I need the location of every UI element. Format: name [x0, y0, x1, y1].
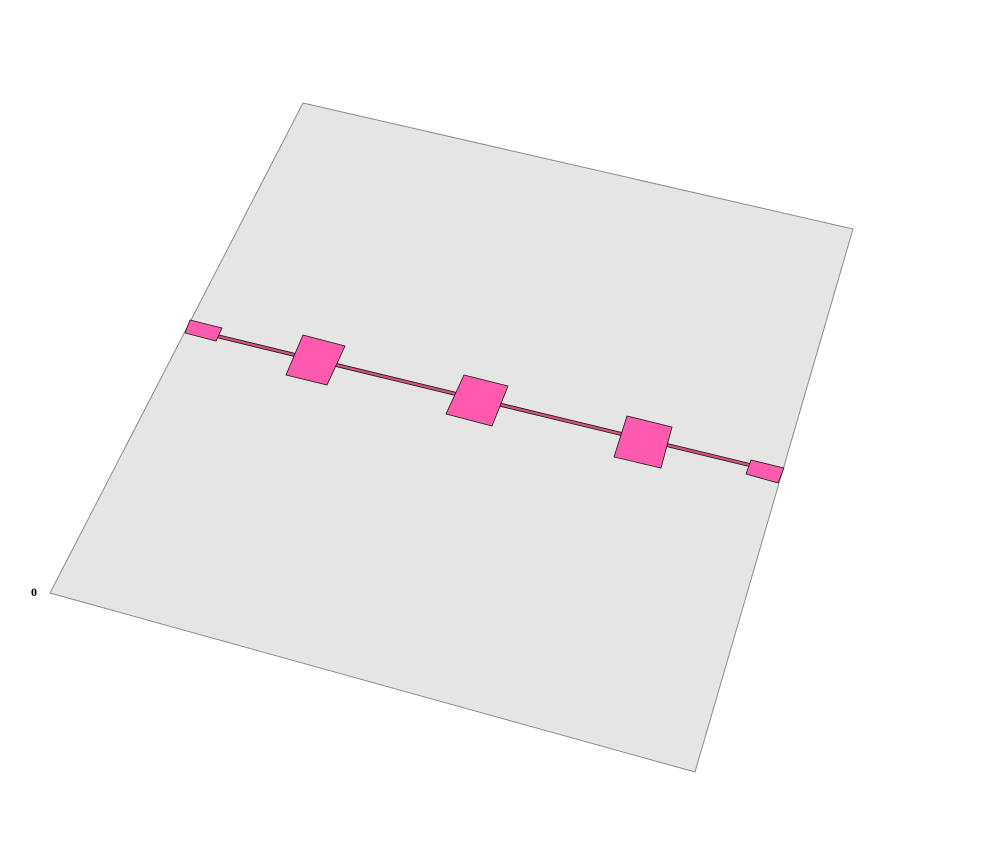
square-pad-1[interactable] — [285, 334, 346, 386]
square-pad-3[interactable] — [613, 415, 673, 469]
end-pad-left[interactable] — [184, 319, 223, 342]
end-pad-right[interactable] — [745, 459, 785, 484]
substrate-board[interactable] — [49, 102, 854, 773]
square-pad-2[interactable] — [445, 374, 509, 427]
axis-origin-label: 0 — [31, 585, 37, 599]
